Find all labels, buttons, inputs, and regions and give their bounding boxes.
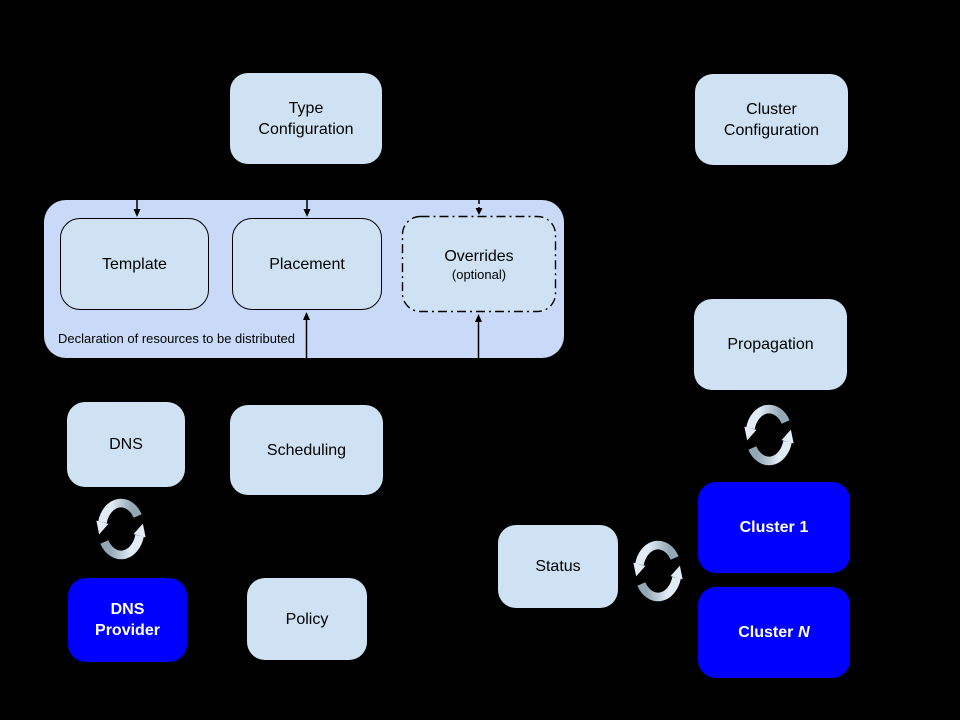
- node-label: Status: [535, 558, 581, 575]
- node-placement: Placement: [232, 218, 382, 310]
- node-label: Configuration: [723, 121, 820, 139]
- node-status: Status: [498, 525, 618, 608]
- sync-icon: [743, 398, 795, 472]
- node-label: Provider: [95, 622, 160, 639]
- node-label: DNS: [110, 601, 145, 618]
- node-label: Propagation: [727, 336, 814, 353]
- node-sublabel: (optional): [451, 266, 507, 282]
- node-label: DNS: [109, 436, 143, 453]
- node-template: Template: [60, 218, 209, 310]
- node-label: Template: [102, 255, 167, 273]
- sync-icon: [632, 534, 684, 608]
- node-cluster-configuration: Cluster Configuration: [695, 74, 848, 165]
- node-overrides: Overrides (optional): [402, 216, 556, 312]
- node-label: Configuration: [258, 120, 354, 138]
- node-label: Policy: [285, 610, 329, 628]
- node-dns: DNS: [67, 402, 185, 487]
- node-label: Type: [288, 99, 324, 117]
- sync-icon: [95, 492, 147, 566]
- node-label: Cluster: [746, 100, 797, 118]
- container-caption: Declaration of resources to be distribut…: [58, 331, 296, 346]
- node-label: Overrides: [444, 247, 514, 265]
- node-label: Placement: [269, 255, 345, 273]
- node-policy: Policy: [247, 578, 367, 660]
- node-propagation: Propagation: [694, 299, 847, 390]
- node-dns-provider: DNS Provider: [68, 578, 187, 662]
- node-scheduling: Scheduling: [230, 405, 383, 495]
- node-label: Scheduling: [266, 441, 347, 459]
- node-type-configuration: Type Configuration: [230, 73, 382, 164]
